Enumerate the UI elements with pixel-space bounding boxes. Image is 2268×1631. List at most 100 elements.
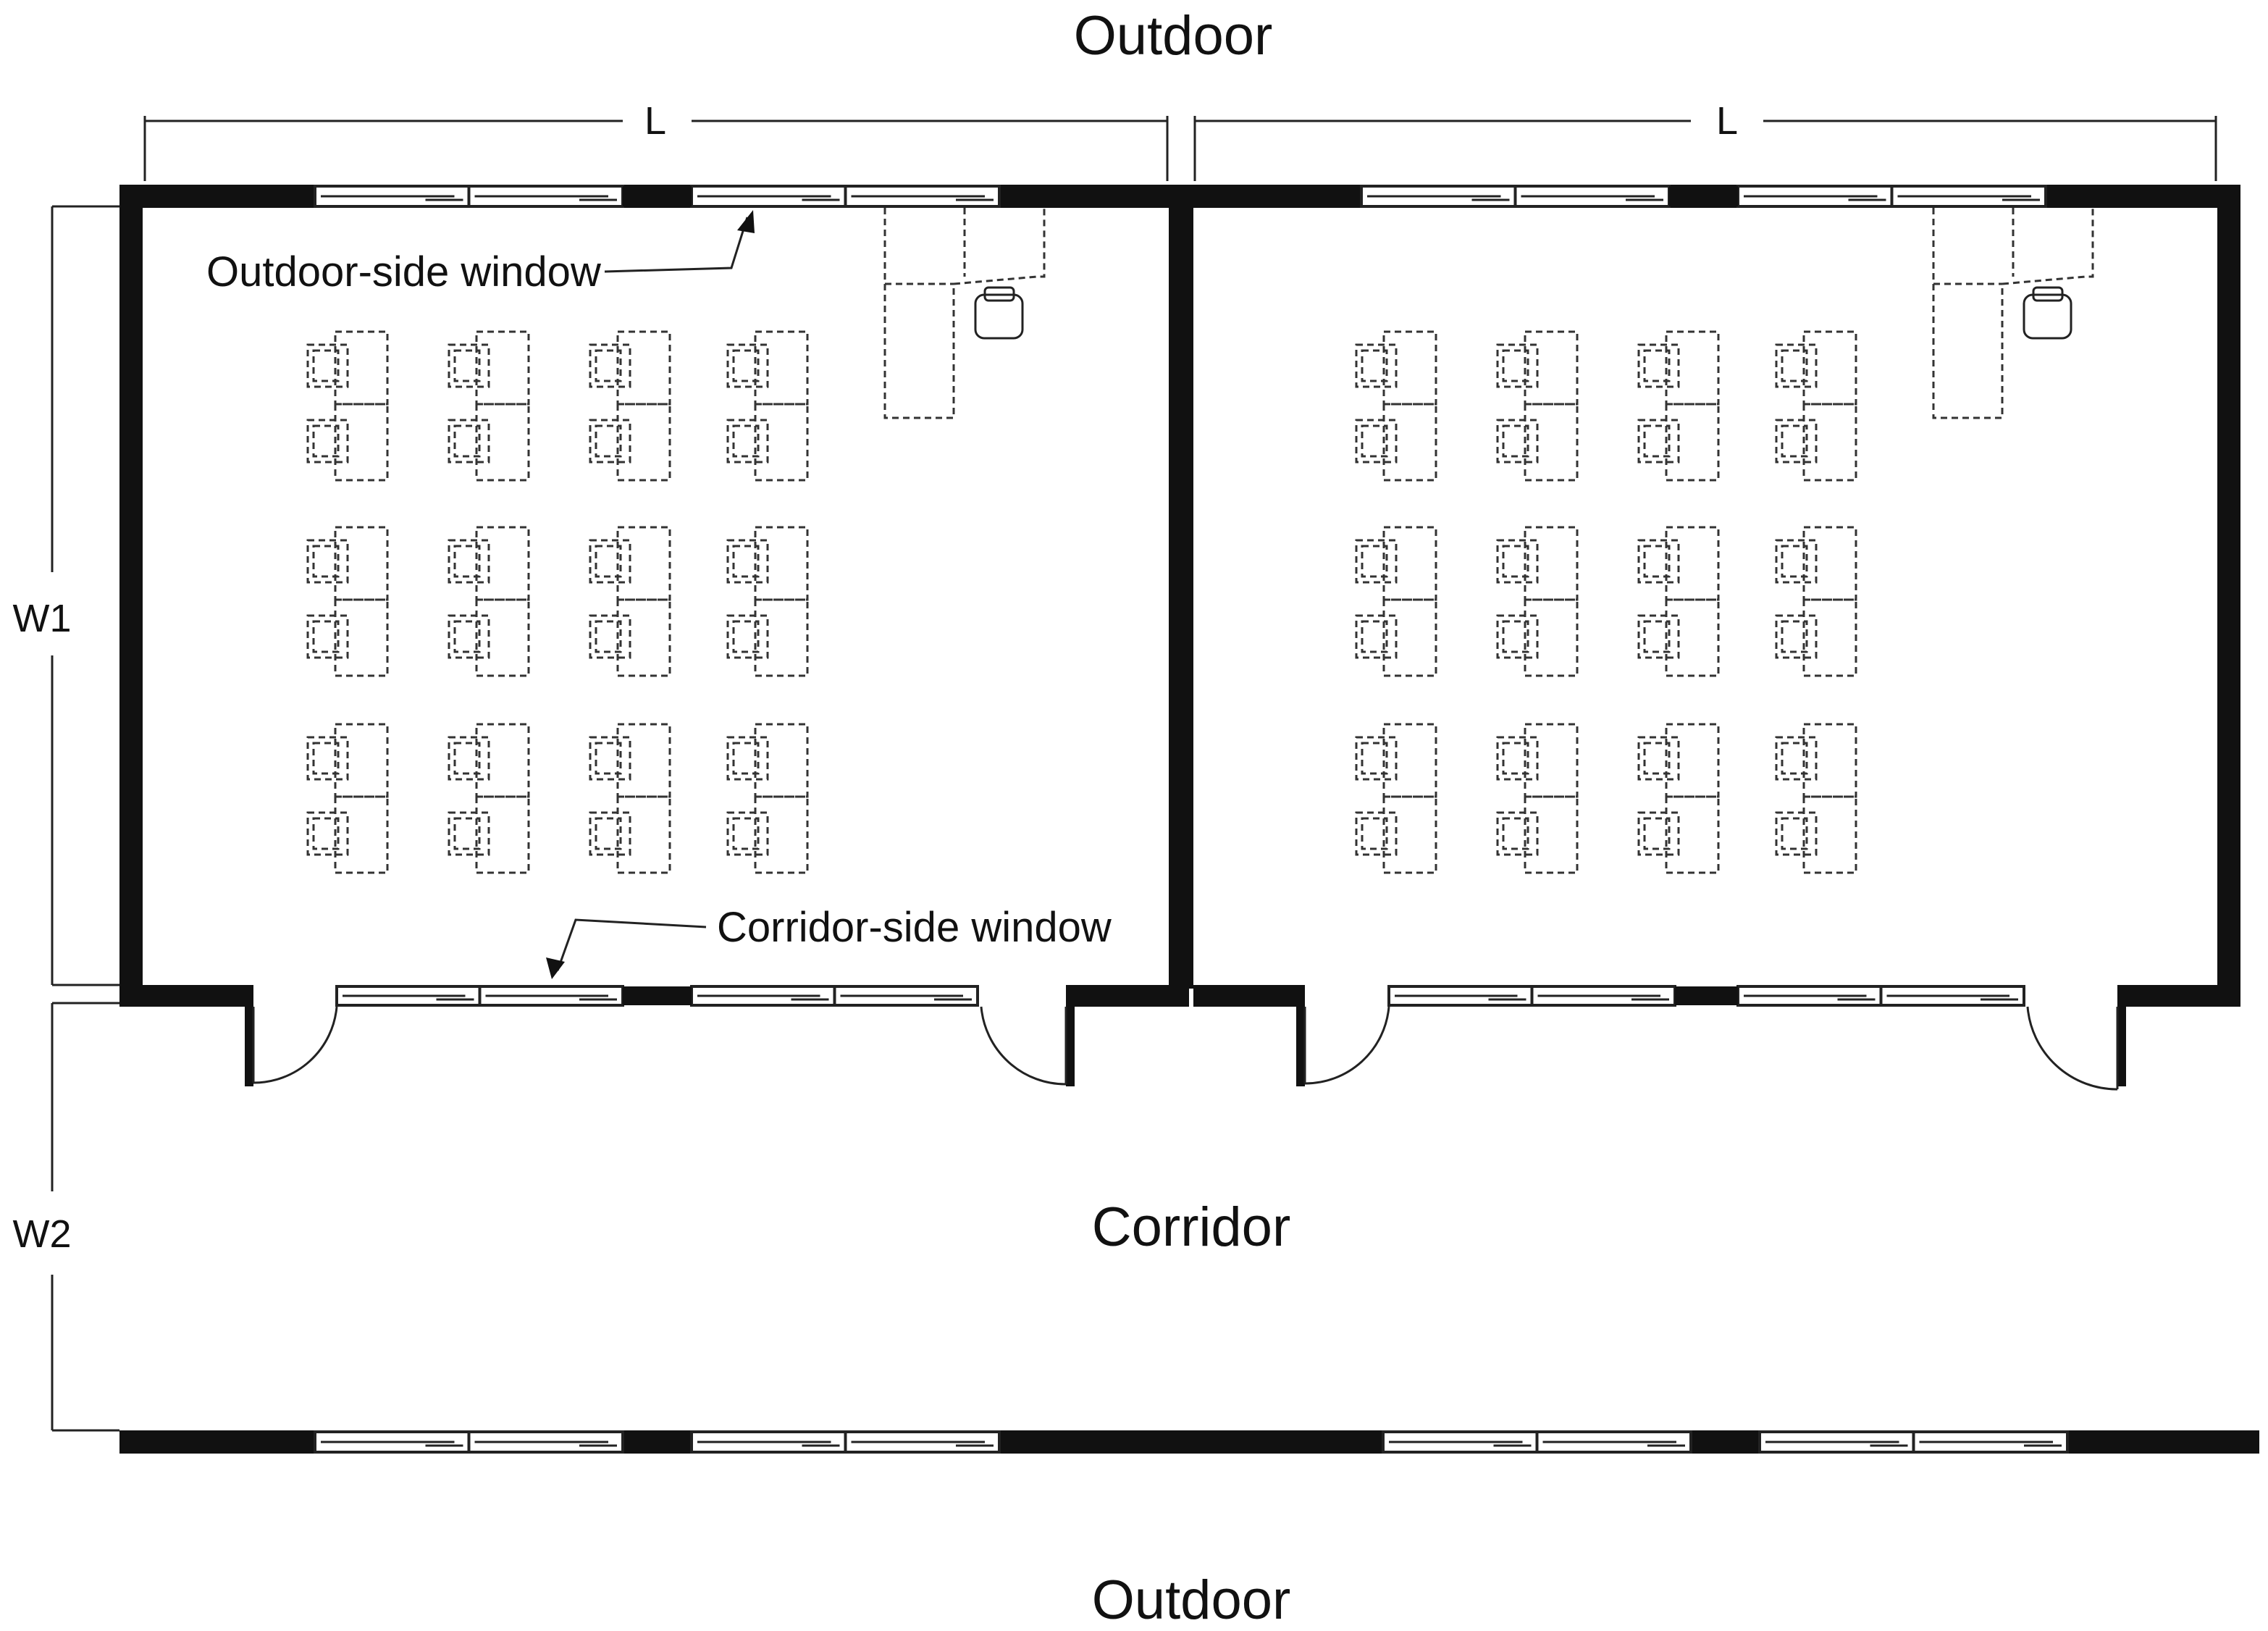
chair [1637, 539, 1680, 584]
student-desk [334, 723, 389, 798]
student-desk [1802, 526, 1857, 601]
student-desk [1524, 598, 1579, 677]
chair [1496, 736, 1539, 781]
chair-seat [453, 424, 481, 458]
student-desk [334, 526, 389, 601]
student-desk [334, 403, 389, 482]
chair-seat [312, 742, 340, 775]
chair-seat [453, 545, 481, 578]
chair [306, 614, 349, 659]
chair-seat [1781, 742, 1808, 775]
student-desk [754, 403, 809, 482]
chair [448, 811, 490, 856]
student-desk [334, 330, 389, 406]
student-desk [1382, 403, 1437, 482]
chair [306, 419, 349, 464]
student-desk [754, 723, 809, 798]
chair-seat [1781, 424, 1808, 458]
wall-segment [1169, 185, 1193, 989]
chair-seat [312, 817, 340, 850]
student-desk [1382, 795, 1437, 874]
student-desk [1524, 526, 1579, 601]
student-desk [1665, 795, 1720, 874]
chair [1775, 614, 1818, 659]
student-desk [1382, 723, 1437, 798]
door-swing-arc [1304, 1006, 1390, 1085]
chair-seat [453, 349, 481, 382]
wall-segment [2217, 185, 2240, 989]
student-desk [1382, 526, 1437, 601]
chair-seat [595, 817, 622, 850]
student-desk [475, 330, 530, 406]
student-desk [616, 598, 671, 677]
chair-seat [595, 424, 622, 458]
outdoor-window-callout: Outdoor-side window [206, 210, 755, 295]
student-desk [334, 598, 389, 677]
student-desk [754, 526, 809, 601]
wall-segment [1193, 985, 1296, 1007]
student-desk [1524, 403, 1579, 482]
chair-seat [1502, 742, 1529, 775]
chair-seat [595, 620, 622, 653]
chair [1496, 614, 1539, 659]
student-desk [1802, 598, 1857, 677]
chair [1637, 614, 1680, 659]
wall-segment [119, 985, 246, 1007]
student-desk [1382, 598, 1437, 677]
chair [726, 811, 769, 856]
chair [448, 419, 490, 464]
teacher-chair [974, 293, 1024, 340]
chair [1775, 736, 1818, 781]
student-desk [1524, 330, 1579, 406]
chair-seat [312, 620, 340, 653]
chair-seat [1361, 545, 1388, 578]
chair [726, 419, 769, 464]
chair-seat [1361, 620, 1388, 653]
chair [589, 343, 631, 388]
student-desk [475, 526, 530, 601]
chair [1496, 811, 1539, 856]
chair [1775, 419, 1818, 464]
teacher-desk [883, 208, 1046, 419]
window-mullion [1675, 986, 1738, 1005]
door-swing-arc [2026, 1006, 2118, 1091]
chair-seat [1643, 349, 1671, 382]
dimension-w2: W2 [13, 1002, 119, 1432]
door-swing-arc [980, 1006, 1067, 1086]
doors [252, 1006, 2119, 1091]
chair [589, 539, 631, 584]
chair-seat [1781, 817, 1808, 850]
chair [448, 539, 490, 584]
corridor-window-arrowhead [546, 957, 565, 979]
chair-seat [1502, 424, 1529, 458]
walls [119, 185, 2259, 1454]
chair-seat [595, 349, 622, 382]
chair-seat [453, 742, 481, 775]
wall-segment [2117, 985, 2240, 1007]
chair-seat [1643, 742, 1671, 775]
student-desk [334, 795, 389, 874]
chair [1355, 419, 1398, 464]
chair [1355, 539, 1398, 584]
chair [589, 419, 631, 464]
student-desk [1802, 330, 1857, 406]
chair [306, 811, 349, 856]
wall-segment [119, 185, 143, 989]
dimension-w1-label: W1 [13, 597, 72, 640]
outdoor-top-label: Outdoor [1074, 5, 1273, 67]
student-desk [475, 795, 530, 874]
student-desk [1524, 723, 1579, 798]
student-desk [1665, 598, 1720, 677]
student-desk [1524, 795, 1579, 874]
chair [1637, 343, 1680, 388]
chair-seat [1502, 545, 1529, 578]
student-desk [1802, 723, 1857, 798]
wall-segment [245, 985, 253, 1086]
chair [306, 539, 349, 584]
chair [1355, 811, 1398, 856]
outdoor-bottom-label: Outdoor [1092, 1569, 1291, 1631]
chair [1496, 539, 1539, 584]
chair [448, 343, 490, 388]
chair-seat [595, 742, 622, 775]
